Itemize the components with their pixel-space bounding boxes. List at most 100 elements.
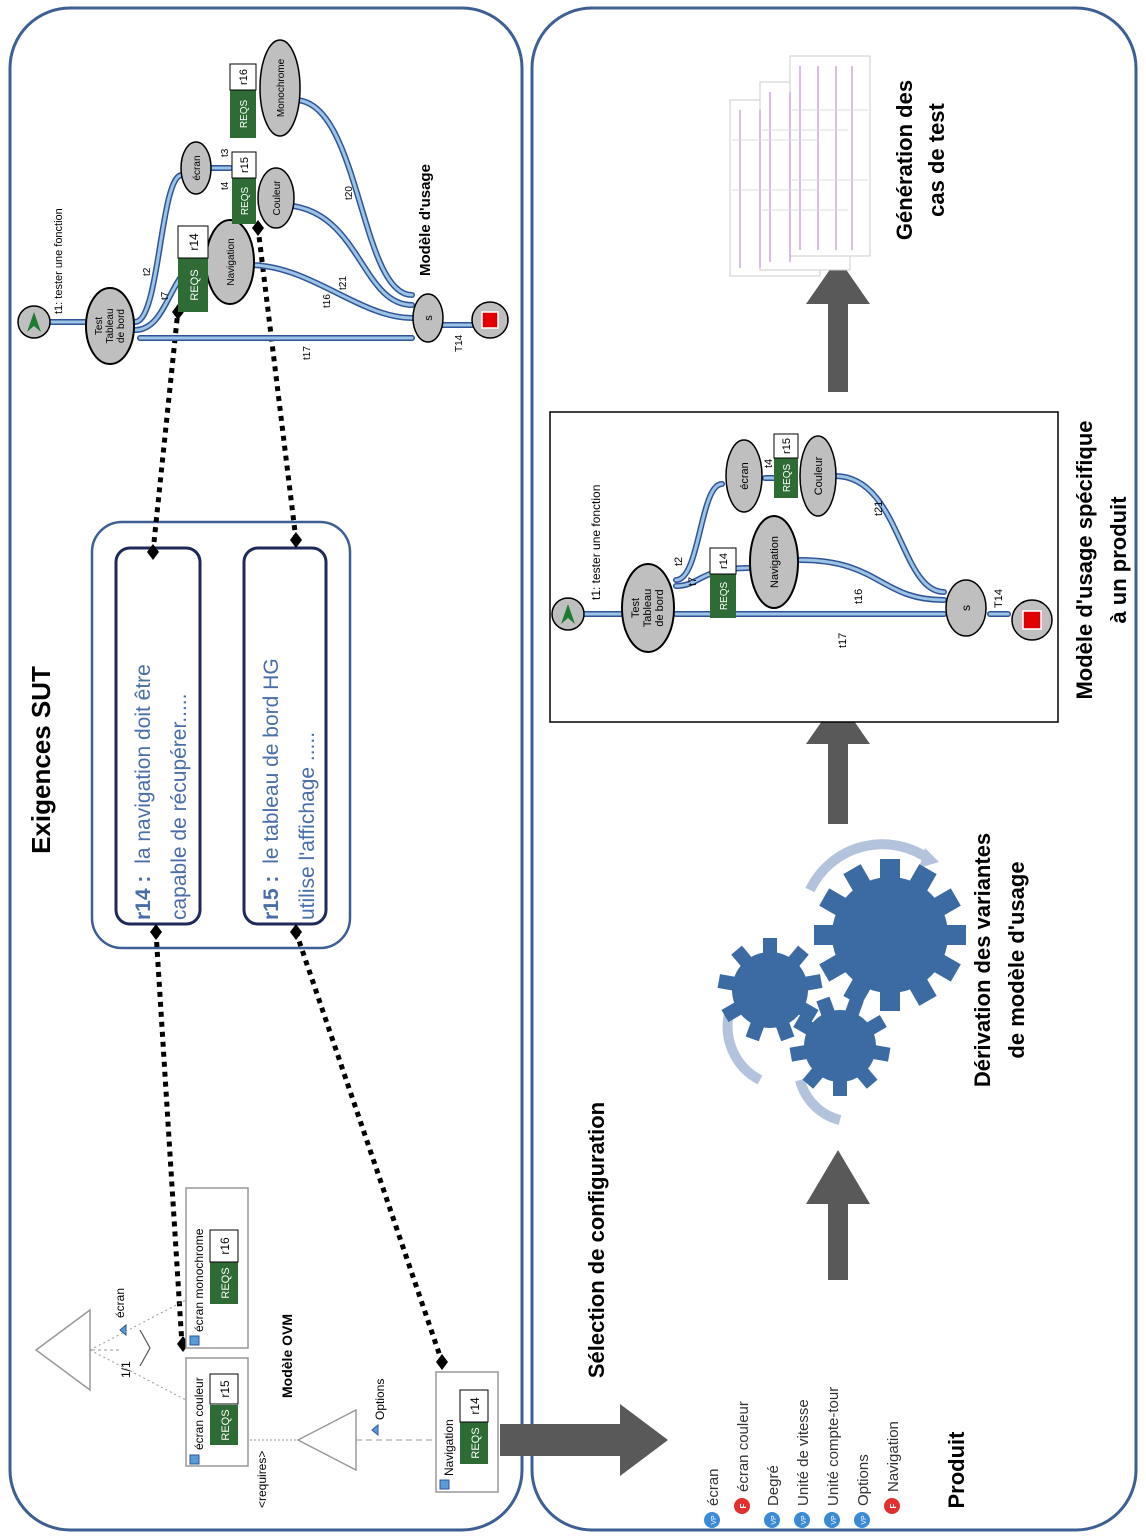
- node-s: [412, 293, 444, 343]
- node-s-label: s: [423, 315, 435, 321]
- usage-reqs-r14-label: REQS: [189, 269, 201, 300]
- ovm-model-label: Modèle OVM: [279, 1314, 295, 1398]
- ovm-model: écran 1/1 écran couleur REQS r15 écran m…: [34, 1187, 499, 1508]
- usage-model-bottom: t1: tester une fonction Test Tableau de …: [551, 433, 1053, 653]
- derivation-label-line2: de modèle d'usage: [1004, 861, 1029, 1058]
- transition-t2-label: t2: [673, 557, 685, 566]
- derivation-label-line1: Dérivation des variantes: [970, 833, 995, 1087]
- transition-t20-label: t20: [344, 186, 355, 200]
- usage-reqs-r15-label: REQS: [782, 464, 793, 493]
- transition-t3-label: t3: [220, 148, 231, 157]
- node-navigation: [749, 515, 799, 609]
- usage-r15-label: r15: [781, 438, 793, 454]
- usage-model-label: Modèle d'usage: [417, 164, 434, 276]
- node-couleur: [257, 167, 295, 229]
- end-stop-icon: [1022, 610, 1042, 630]
- ovm-navigation-label: Navigation: [442, 1419, 456, 1476]
- usage-reqs-r16-label: REQS: [239, 100, 250, 129]
- product-item-label: Unité de vitesse: [795, 1399, 812, 1506]
- ovm-reqs-r16: [210, 1262, 238, 1304]
- product-badge: VP: [801, 1515, 808, 1525]
- product-item: VP Options: [854, 1454, 872, 1528]
- vp-badge-icon: [704, 1512, 720, 1528]
- product-item: VP Degré: [764, 1465, 782, 1528]
- product-item-label: Unité compte-tour: [825, 1387, 842, 1506]
- node-s-label: s: [959, 605, 973, 611]
- product-badge: VP: [771, 1515, 778, 1525]
- usage-r14-tag: [709, 547, 737, 575]
- transition-t1-label: t1: tester une fonction: [589, 485, 603, 600]
- requirement-r14-line2: capable de récupérer.....: [168, 694, 191, 920]
- svg-text:r14 : la navigation doit: r14 : la navigation doit être: [132, 664, 155, 920]
- transition-t4-label: t4: [763, 459, 775, 468]
- ovm-reqs-r16-label: REQS: [220, 1267, 232, 1298]
- vp-badge-icon: [794, 1512, 810, 1528]
- ovm-reqs-r15-label: REQS: [220, 1409, 232, 1440]
- node-test-label-1: Test: [630, 598, 642, 618]
- end-stop-icon: [481, 311, 499, 329]
- vp-badge-icon: [764, 1512, 780, 1528]
- specific-model-label-line2: à un produit: [1106, 496, 1131, 624]
- usage-reqs-r15-label: REQS: [240, 187, 251, 216]
- node-ecran-label: écran: [739, 462, 751, 490]
- node-s: [945, 579, 987, 637]
- product-badge: VP: [861, 1515, 868, 1525]
- node-ecran: [725, 439, 763, 513]
- product-badge: VP: [831, 1515, 838, 1525]
- ovm-r15-label: r15: [218, 1380, 232, 1398]
- requirement-r15-text: r15 : le tableau de bord HG utilise l'af…: [260, 658, 319, 920]
- specific-model-label-line1: Modèle d'usage spécifique: [1072, 420, 1097, 699]
- node-navigation-label: Navigation: [769, 536, 781, 588]
- node-test-tableau: [621, 563, 675, 653]
- product-item-label: écran: [705, 1468, 722, 1506]
- transition-t7-label: t7: [160, 291, 171, 300]
- requirement-r14-text: r14 : la navigation doit être capable de…: [132, 664, 191, 920]
- ovm-r16-tag: [209, 1229, 239, 1263]
- ovm-r14-tag: [459, 1389, 489, 1423]
- requirement-r14-box: [114, 546, 202, 926]
- transition-t7-label: t7: [687, 577, 699, 586]
- usage-r16-tag: [229, 63, 257, 91]
- product-item: VP Unité de vitesse: [794, 1399, 812, 1528]
- usage-reqs-r14: [178, 258, 208, 312]
- svg-text:r15 : le tableau de bord: r15 : le tableau de bord HG: [260, 658, 283, 920]
- node-test-label-2: Tableau: [642, 589, 654, 628]
- generation-label-line1: Génération des: [892, 80, 917, 240]
- usage-r14-label: r14: [718, 553, 730, 569]
- test-case-document: [789, 55, 871, 257]
- usage-reqs-r16: [230, 90, 256, 138]
- arrow-up-3: [806, 258, 870, 392]
- test-cases-documents: [729, 55, 871, 277]
- usage-r16-label: r16: [238, 69, 250, 85]
- usage-r14-label: r14: [187, 233, 201, 251]
- node-test-label-2: Tableau: [105, 308, 116, 343]
- gears-icon: [717, 839, 966, 1125]
- node-test-label-1: Test: [94, 317, 105, 336]
- product-item: F écran couleur: [734, 1401, 752, 1514]
- transition-t14-label: T14: [454, 334, 465, 352]
- node-test-tableau: [85, 287, 135, 365]
- usage-r15-label: r15: [239, 157, 251, 173]
- ovm-requires-label: <requires>: [255, 1451, 269, 1508]
- transition-t16-label: t16: [853, 589, 865, 604]
- usage-model-top: t1: tester une fonction Test Tableau de …: [17, 39, 509, 365]
- transition-t4-label: t4: [220, 181, 231, 190]
- generation-label-line2: cas de test: [924, 102, 949, 216]
- ovm-ecran-vp-label: écran: [113, 1288, 127, 1318]
- node-monochrome-label: Monochrome: [276, 58, 287, 117]
- ovm-reqs-r15: [210, 1405, 238, 1445]
- transition-t1-label: t1: tester une fonction: [53, 208, 65, 314]
- product-item-label: Options: [855, 1454, 872, 1506]
- trace-links: [150, 227, 445, 1363]
- product-item-label: Navigation: [885, 1421, 902, 1492]
- usage-reqs-r15: [232, 178, 256, 224]
- product-item-label: Degré: [765, 1465, 782, 1506]
- transition-t17-label: t17: [302, 346, 313, 360]
- usage-reqs-r15: [774, 458, 798, 498]
- product-item: VP Unité compte-tour: [824, 1387, 842, 1528]
- start-arrow-icon: [561, 604, 575, 624]
- requirement-r15-line1: le tableau de bord HG: [260, 658, 283, 863]
- trace-r14-to-usage: [150, 309, 181, 553]
- ovm-ecran-couleur-label: écran couleur: [192, 1377, 206, 1450]
